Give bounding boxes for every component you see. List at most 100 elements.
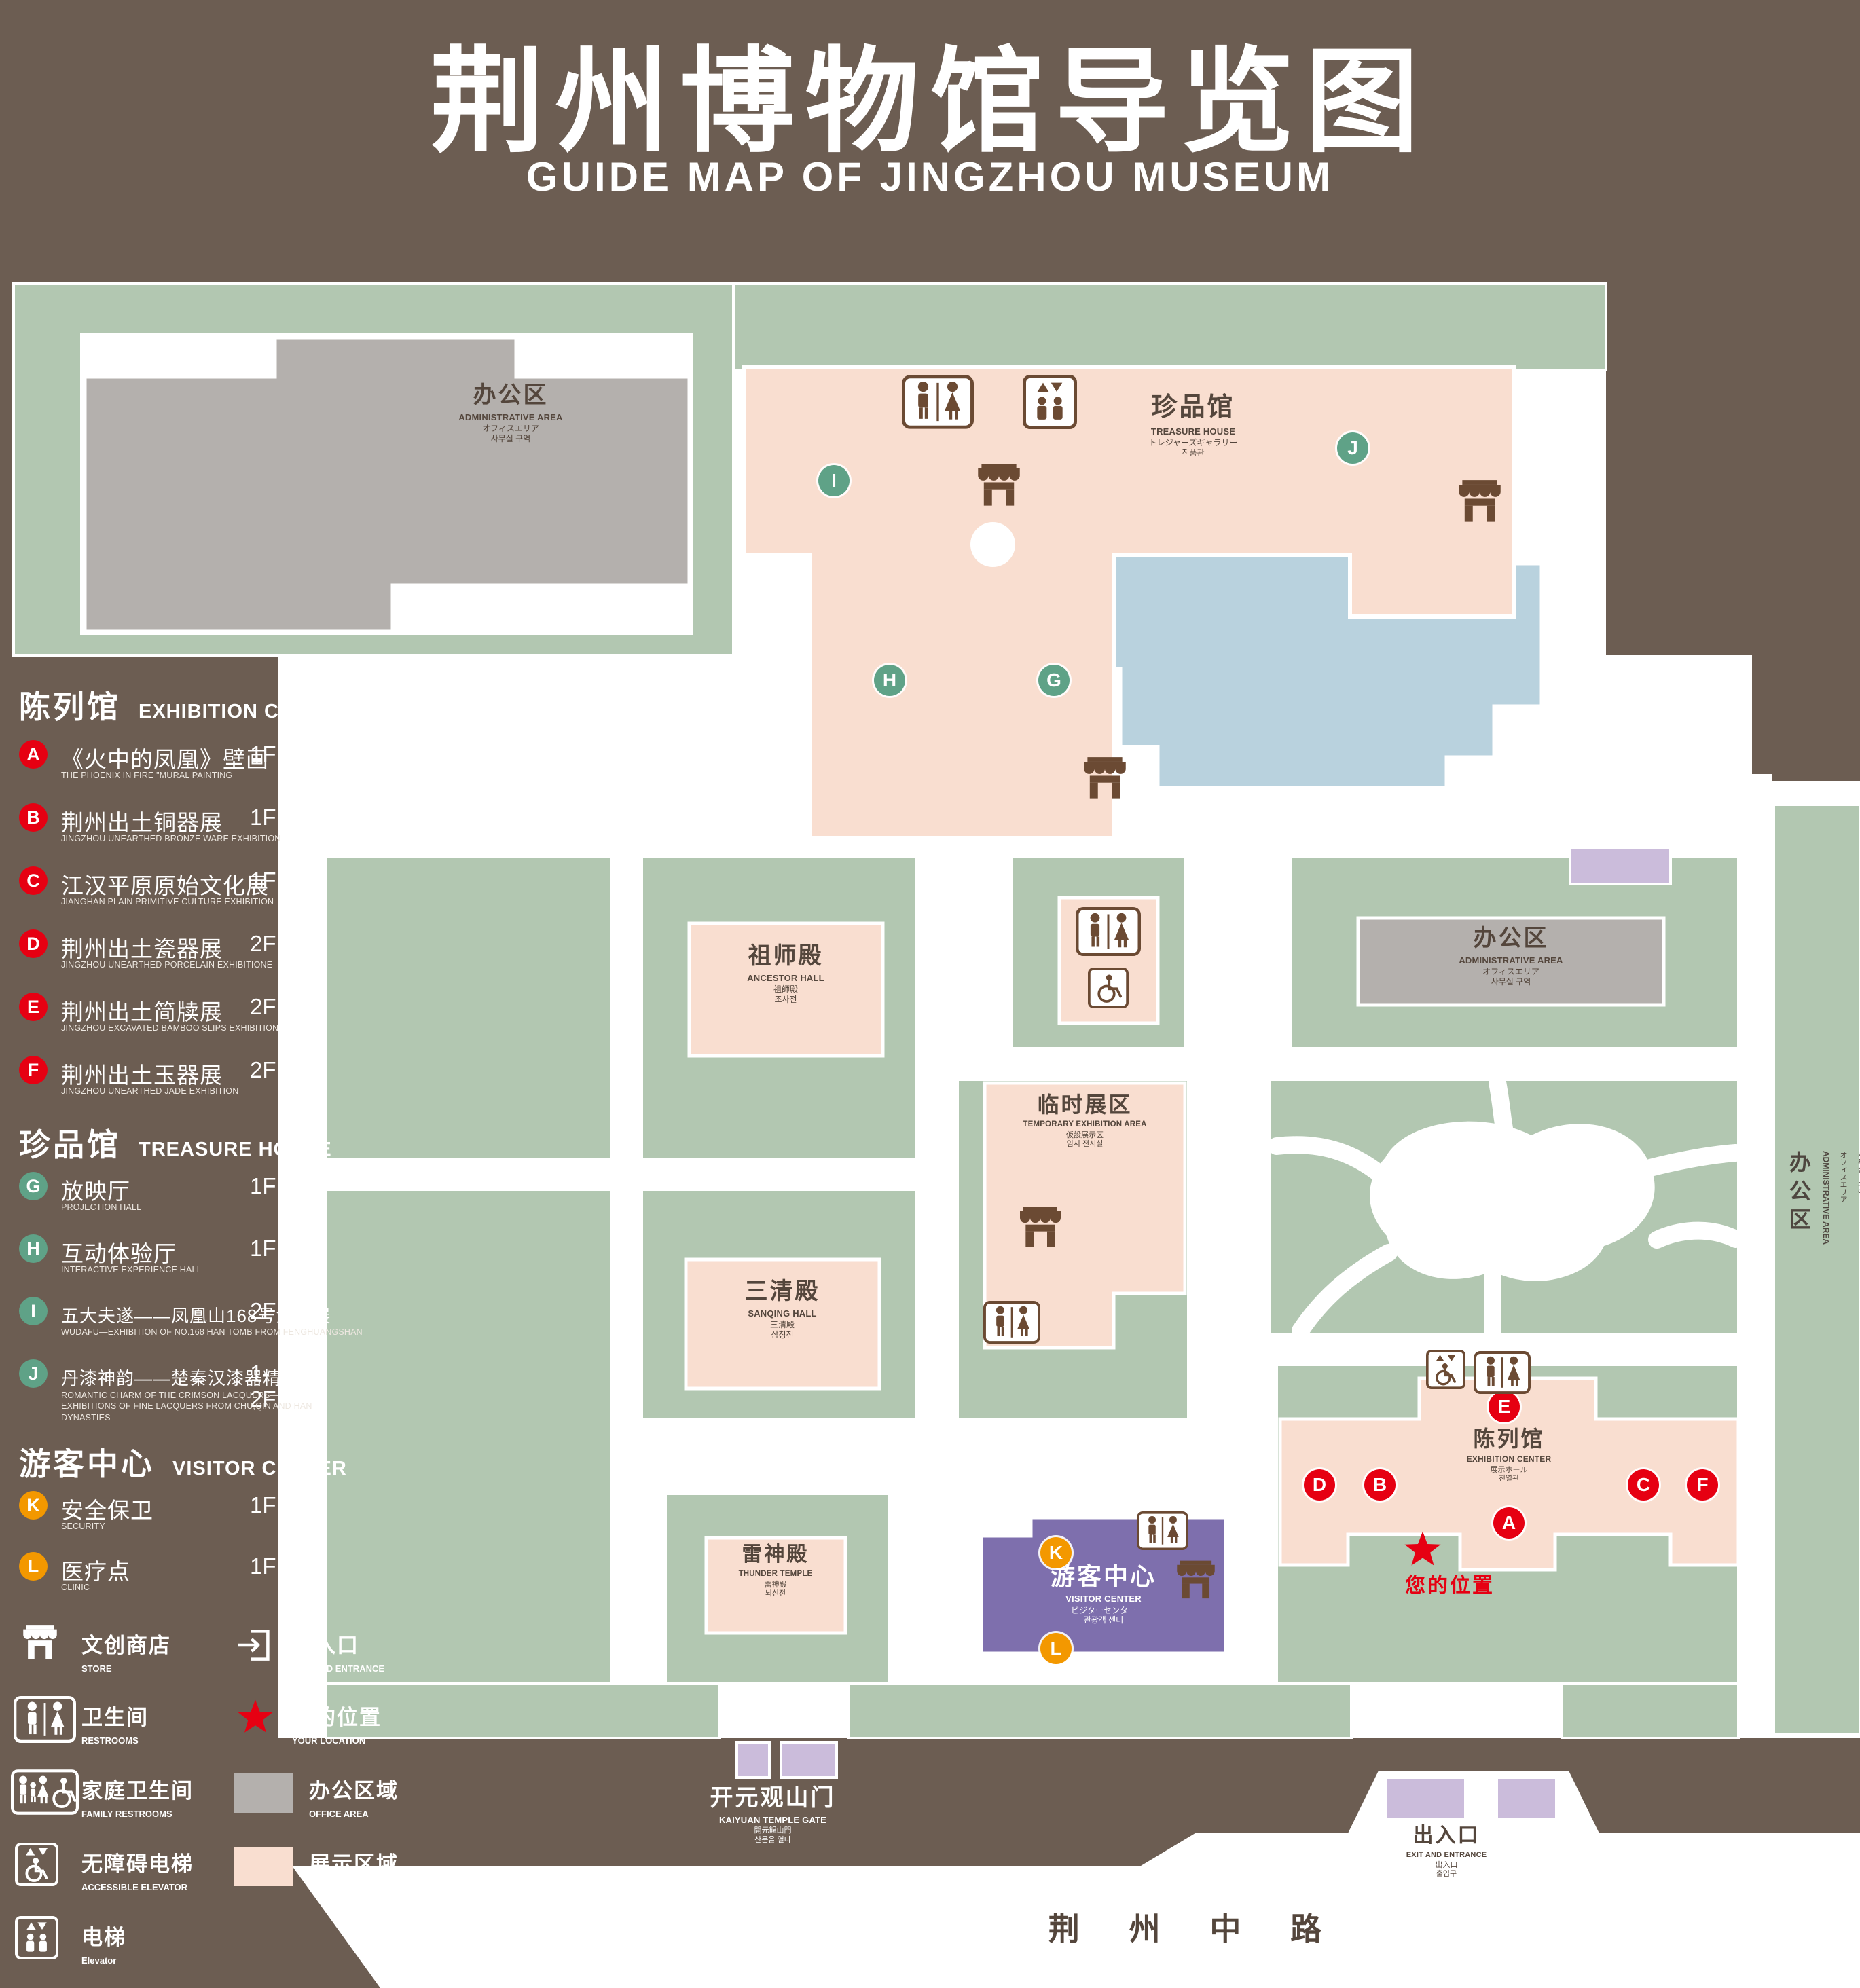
badge-l: L <box>19 1552 48 1581</box>
map-marker-a: A <box>1493 1507 1525 1539</box>
ancestor-hall-building <box>687 921 885 1058</box>
item-en: JINGZHOU UNEARTHED PORCELAIN EXHIBITIONE <box>61 960 273 970</box>
item-zh: 医疗点 <box>61 1559 130 1584</box>
s-exit-right <box>1495 1776 1558 1821</box>
item-zh: 放映厅 <box>61 1179 130 1204</box>
item-floor: 2F <box>250 1298 276 1323</box>
item-en: WUDAFU—EXHIBITION OF NO.168 HAN TOMB FRO… <box>61 1327 363 1337</box>
badge-e: E <box>19 993 48 1021</box>
temporary-exhibition-building <box>983 1081 1187 1350</box>
legend-your-location: 您的位置 YOUR LOCATION <box>292 1706 382 1746</box>
label-visitor-center: 游客中心 VISITOR CENTER ビジターセンター 관광객 센터 <box>1050 1562 1156 1625</box>
item-en: INTERACTIVE EXPERIENCE HALL <box>61 1265 202 1274</box>
item-floor: 2F <box>250 931 276 956</box>
legend-store: 文创商店 STORE <box>81 1634 171 1674</box>
item-floor: 1F <box>250 1236 276 1261</box>
label-treasure-house: 珍品馆 TREASURE HOUSE トレジャーズギャラリー 진품관 <box>1148 393 1238 458</box>
location-star-icon <box>1403 1529 1442 1568</box>
thunder-temple-building <box>704 1536 847 1635</box>
item-zh: 江汉平原原始文化展 <box>61 873 269 898</box>
exit-icon <box>1574 808 1613 847</box>
label-exit-northeast: 出入口 EXIT AND ENTRANCE 出入口 출입구 <box>1645 765 1727 820</box>
label-kaiyuan-gate: 开元观山门 KAIYUAN TEMPLE GATE 開元観山門 산문을 열다 <box>710 1785 836 1844</box>
legend-family-restrooms: 家庭卫生间 FAMILY RESTROOMS <box>81 1779 194 1819</box>
map-marker-f: F <box>1687 1469 1718 1501</box>
label-admin-area-right: 办公区 ADMINISTRATIVE AREA オフィスエリア 사무실 구역 <box>1787 1151 1860 1245</box>
badge-j: J <box>19 1359 48 1388</box>
badge-k: K <box>19 1491 48 1520</box>
section-treasure-house: 珍品馆 TREASURE HOUSE <box>19 1120 332 1165</box>
label-exit-south: 出入口 EXIT AND ENTRANCE 出入口 출입구 <box>1406 1824 1487 1879</box>
accessible-elevator-icon <box>1426 1350 1465 1389</box>
label-temporary-exhibition: 临时展区 TEMPORARY EXHIBITION AREA 仮設展示区 임시 … <box>1023 1092 1147 1149</box>
legend-exit: 出入口 EXIT AND ENTRANCE <box>292 1634 385 1674</box>
item-en: JINGZHOU EXCAVATED BAMBOO SLIPS EXHIBITI… <box>61 1023 279 1033</box>
legend-office-area: 办公区域 OFFICE AREA <box>309 1779 399 1819</box>
round-plaza <box>970 522 1015 567</box>
item-zh: 《火中的凤凰》壁画 <box>61 747 269 772</box>
sanqing-hall-building <box>684 1257 881 1391</box>
badge-g: G <box>19 1172 48 1200</box>
admin-building-mid <box>1356 916 1666 1007</box>
legend-elevator: 电梯 Elevator <box>81 1926 126 1966</box>
map-marker-l: L <box>1040 1633 1072 1664</box>
badge-f: F <box>19 1056 48 1084</box>
section-title-zh: 珍品馆 <box>19 1127 121 1162</box>
item-zh: 荆州出土玉器展 <box>61 1063 223 1088</box>
label-ancestor-hall: 祖师殿 ANCESTOR HALL 祖師殿 조사전 <box>747 943 824 1004</box>
elevator-icon <box>15 1916 58 1959</box>
label-your-location: 您的位置 <box>1405 1575 1495 1597</box>
restroom-icon <box>902 375 974 429</box>
item-en: SECURITY <box>61 1522 105 1531</box>
restroom-icon <box>983 1301 1040 1344</box>
item-floor: 1-2F <box>250 1361 276 1412</box>
section-title-en: VISITOR CENTER <box>172 1458 347 1479</box>
item-zh: 五大夫遂——凤凰山168号汉墓展 <box>61 1306 331 1326</box>
map-marker-d: D <box>1304 1469 1335 1501</box>
admin-building-top <box>83 336 691 633</box>
item-en: JINGZHOU UNEARTHED BRONZE WARE EXHIBITIO… <box>61 834 281 843</box>
exit-icon <box>234 1624 276 1666</box>
badge-c: C <box>19 866 48 895</box>
section-exhibition-center: 陈列馆 EXHIBITION CENTER <box>19 682 349 727</box>
label-admin-area-top: 办公区 ADMINISTRATIVE AREA オフィスエリア 사무실 구역 <box>458 382 563 443</box>
map-marker-h: H <box>874 665 905 696</box>
section-visitor-center: 游客中心 VISITOR CENTER <box>19 1439 347 1484</box>
item-floor: 1F <box>250 868 276 893</box>
item-floor: 1F <box>250 805 276 830</box>
treasure-house-building <box>742 365 1516 841</box>
item-floor: 1F <box>250 1173 276 1198</box>
accessible-restroom-icon <box>1088 968 1129 1008</box>
item-floor: 1F <box>250 741 276 767</box>
section-title-en: EXHIBITION CENTER <box>139 701 350 722</box>
family-restroom-icon <box>11 1769 79 1815</box>
road-jingzhou-middle <box>292 1833 1860 1988</box>
badge-d: D <box>19 929 48 958</box>
item-en: THE PHOENIX IN FIRE "MURAL PAINTING <box>61 771 233 780</box>
store-icon <box>1171 1558 1221 1608</box>
item-zh: 荆州出土简牍展 <box>61 999 223 1025</box>
item-en: JIANGHAN PLAIN PRIMITIVE CULTURE EXHIBIT… <box>61 897 274 906</box>
badge-b: B <box>19 803 48 832</box>
item-floor: 1F <box>250 1553 276 1579</box>
item-zh: 荆州出土铜器展 <box>61 810 223 835</box>
kaiyuan-gate-left <box>735 1741 771 1779</box>
legend-accessible-elevator: 无障碍电梯 ACCESSIBLE ELEVATOR <box>81 1852 194 1892</box>
legend-display-area: 展示区域 DISPLAY AREA <box>309 1852 399 1892</box>
store-icon <box>971 460 1027 516</box>
exhibition-center-building <box>1278 1376 1740 1572</box>
label-road: 荆 州 中 路 <box>1048 1911 1343 1947</box>
item-zh: 丹漆神韵——楚秦汉漆器精品展 <box>61 1368 318 1388</box>
map-marker-c: C <box>1628 1469 1659 1501</box>
map-marker-j: J <box>1337 432 1368 464</box>
item-zh: 安全保卫 <box>61 1498 153 1523</box>
map-marker-g: G <box>1038 665 1070 696</box>
restroom-icon <box>1474 1351 1531 1394</box>
store-icon <box>1452 477 1508 532</box>
label-thunder-temple: 雷神殿 THUNDER TEMPLE 雷神殿 뇌신전 <box>738 1543 813 1598</box>
badge-i: I <box>19 1297 48 1325</box>
store-icon <box>1013 1203 1068 1257</box>
display-area-swatch <box>234 1847 293 1886</box>
